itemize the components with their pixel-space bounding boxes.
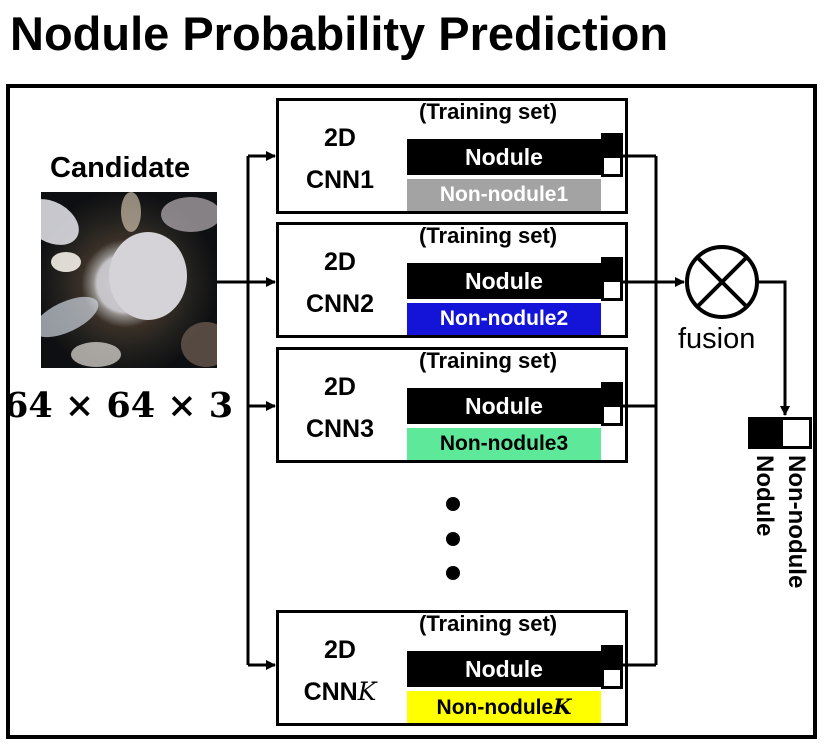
cnn-2-label: CNN2 xyxy=(305,290,375,318)
diagram-title: Nodule Probability Prediction xyxy=(10,7,669,60)
ellipsis-dot xyxy=(446,566,460,580)
fusion-label: fusion xyxy=(678,323,756,355)
cnn-3-nodule-class: Nodule xyxy=(407,388,601,424)
cnn-1-output-probability xyxy=(601,133,625,211)
cnn-2-training-set-label: (Training set) xyxy=(419,223,558,248)
cnn-2-box: 2D CNN2 (Training set) Nodule Non-nodule… xyxy=(276,222,628,338)
cnn-k-prefix: 2D xyxy=(324,636,356,664)
cnn-1-nonnodule-class: Non-nodule1 xyxy=(407,179,601,211)
cnn-2-nonnodule-class: Non-nodule2 xyxy=(407,303,601,335)
cnn-3-name: 2D CNN3 xyxy=(285,366,395,450)
candidate-label: Candidate xyxy=(50,152,191,184)
input-dimensions: 64 × 64 × 3 xyxy=(4,385,234,426)
cnn-1-nonnodule-label: Non-nodule1 xyxy=(439,183,569,206)
cnn-1-prefix: 2D xyxy=(324,124,356,152)
cnn-k-nodule-class: Nodule xyxy=(407,651,601,687)
cnn-1-nodule-class: Nodule xyxy=(407,139,601,175)
ellipsis-dot xyxy=(446,532,460,546)
cnn-k-name: 2D CNNK xyxy=(285,629,395,713)
candidate-image-patch xyxy=(41,192,217,368)
cnn-1-label: CNN1 xyxy=(305,166,375,194)
cnn-k-index: K xyxy=(357,677,377,706)
output-nodule-probability xyxy=(748,417,780,449)
cnn-3-nonnodule-class: Non-nodule3 xyxy=(407,428,601,460)
diagram-frame xyxy=(6,84,817,739)
cnn-k-label: CNN xyxy=(303,678,358,706)
cnn-k-nonnodule-label: Non-nodule xyxy=(436,696,554,719)
cnn-k-nonnodule-class: Non-noduleK xyxy=(407,691,601,723)
cnn-3-box: 2D CNN3 (Training set) Nodule Non-nodule… xyxy=(276,347,628,463)
cnn-3-training-set-label: (Training set) xyxy=(419,348,558,373)
cnn-k-output-probability xyxy=(601,645,625,723)
output-label-nonnodule: Non-nodule xyxy=(783,455,810,589)
cnn-1-name: 2D CNN1 xyxy=(285,117,395,201)
cnn-2-name: 2D CNN2 xyxy=(285,241,395,325)
cnn-1-training-set-label: (Training set) xyxy=(419,99,558,124)
cnn-3-nonnodule-label: Non-nodule3 xyxy=(439,432,569,455)
cnn-3-output-probability xyxy=(601,382,625,460)
cnn-3-prefix: 2D xyxy=(324,373,356,401)
output-nonnodule-probability xyxy=(780,417,812,449)
cnn-3-label: CNN3 xyxy=(305,415,375,443)
cnn-1-box: 2D CNN1 (Training set) Nodule Non-nodule… xyxy=(276,98,628,214)
cnn-2-prefix: 2D xyxy=(324,248,356,276)
cnn-2-output-probability xyxy=(601,257,625,335)
ellipsis-dot xyxy=(446,497,460,511)
output-label-nodule: Nodule xyxy=(751,455,778,537)
cnn-k-training-set-label: (Training set) xyxy=(419,611,558,636)
fusion-icon xyxy=(685,245,759,319)
cnn-2-nodule-class: Nodule xyxy=(407,263,601,299)
cnn-k-box: 2D CNNK (Training set) Nodule Non-nodule… xyxy=(276,610,628,726)
cnn-2-nonnodule-label: Non-nodule2 xyxy=(439,307,569,330)
cnn-k-nonnodule-index: K xyxy=(553,694,572,719)
